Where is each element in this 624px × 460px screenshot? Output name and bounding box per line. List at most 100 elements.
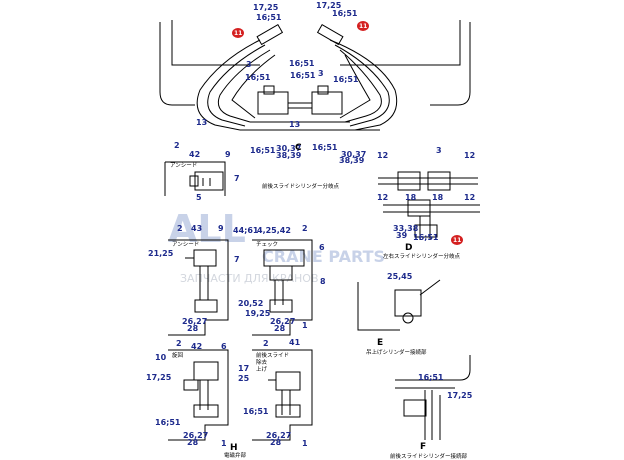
svg-text:26,27: 26,27 [266, 431, 291, 440]
svg-text:CRANE PARTS: CRANE PARTS [262, 247, 385, 266]
svg-text:ALL: ALL [168, 207, 246, 251]
svg-text:21,25: 21,25 [148, 249, 174, 258]
svg-text:16;51: 16;51 [333, 75, 359, 84]
svg-text:16;51: 16;51 [290, 71, 316, 80]
svg-text:43: 43 [191, 224, 202, 233]
svg-text:13: 13 [289, 120, 300, 129]
section-h: H 電磁弁部 [224, 443, 247, 459]
svg-text:11: 11 [359, 23, 367, 30]
svg-text:26,27: 26,27 [270, 317, 295, 326]
svg-text:12: 12 [464, 193, 475, 202]
detail-bottom-left [168, 349, 229, 441]
marker-bubble-11-right: 11 [357, 21, 369, 31]
svg-text:2: 2 [263, 339, 269, 348]
svg-text:28: 28 [187, 438, 199, 447]
svg-text:11: 11 [234, 30, 242, 37]
svg-text:吊上げシリンダー接続部: 吊上げシリンダー接続部 [366, 348, 427, 356]
svg-text:25: 25 [238, 374, 250, 383]
detail-left-c [164, 161, 226, 196]
svg-text:H: H [230, 443, 238, 453]
svg-text:16;51: 16;51 [413, 233, 439, 242]
detail-left-c-labels: 2 42 9 7 5 アンシード [170, 141, 240, 202]
svg-text:16;51: 16;51 [243, 407, 269, 416]
svg-text:28: 28 [187, 324, 199, 333]
svg-text:7: 7 [234, 174, 240, 183]
svg-text:上げ: 上げ [256, 365, 268, 373]
svg-text:28: 28 [270, 438, 282, 447]
svg-text:12: 12 [377, 193, 388, 202]
detail-bottom-left-labels: 2 42 6 10 17,25 16;51 26,27 28 1 旋回 [146, 339, 227, 448]
svg-text:5: 5 [196, 193, 202, 202]
svg-text:12: 12 [377, 151, 388, 160]
svg-text:除去: 除去 [256, 358, 268, 366]
top-assembly [159, 20, 471, 131]
svg-text:16;51: 16;51 [250, 146, 276, 155]
svg-text:ЗАПЧАСТИ ДЛЯ КРАНОВ: ЗАПЧАСТИ ДЛЯ КРАНОВ [180, 272, 319, 285]
svg-text:18: 18 [405, 193, 417, 202]
svg-text:28: 28 [274, 324, 286, 333]
svg-text:20,52: 20,52 [238, 299, 263, 308]
svg-text:12: 12 [464, 151, 475, 160]
svg-text:42: 42 [189, 150, 200, 159]
svg-text:44;61: 44;61 [233, 226, 259, 235]
detail-right-f-labels: 16;51 17,25 F 前後スライドシリンダー接続部 [390, 373, 473, 460]
svg-text:F: F [420, 442, 426, 452]
svg-text:2: 2 [174, 141, 180, 150]
svg-text:16;51: 16;51 [312, 143, 338, 152]
svg-text:38,39: 38,39 [339, 156, 365, 165]
detail-bottom-mid-labels: 2 41 17 25 16;51 26,27 28 1 前後スライド 除去 上げ [238, 338, 308, 448]
svg-text:16;51: 16;51 [418, 373, 444, 382]
svg-text:17,25: 17,25 [447, 391, 473, 400]
svg-text:7: 7 [234, 255, 240, 264]
svg-text:2: 2 [176, 339, 182, 348]
detail-right-e-labels: 25,45 E 吊上げシリンダー接続部 [366, 272, 427, 356]
svg-text:39: 39 [396, 231, 408, 240]
svg-text:旋回: 旋回 [172, 351, 184, 359]
svg-text:10: 10 [155, 353, 167, 362]
svg-text:3: 3 [318, 69, 324, 78]
svg-text:4,25,42: 4,25,42 [257, 226, 291, 235]
svg-text:33,38: 33,38 [393, 224, 419, 233]
svg-text:チェック: チェック [256, 241, 278, 248]
svg-text:C: C [295, 143, 302, 153]
svg-text:6: 6 [319, 243, 325, 252]
svg-text:25,45: 25,45 [387, 272, 413, 281]
detail-mid [252, 239, 313, 336]
detail-mid-labels: 4,25,42 2 6 8 20,52 19,25 26,27 28 1 チェッ… [238, 224, 326, 333]
marker-bubble-11-left: 11 [232, 28, 244, 38]
svg-text:アンシード: アンシード [170, 162, 197, 169]
svg-text:6: 6 [221, 342, 227, 351]
svg-text:2: 2 [177, 224, 183, 233]
svg-text:19,25: 19,25 [245, 309, 271, 318]
svg-text:1: 1 [221, 439, 227, 448]
svg-text:電磁弁部: 電磁弁部 [224, 451, 247, 459]
watermark: ALL CRANE PARTS ЗАПЧАСТИ ДЛЯ КРАНОВ [168, 207, 385, 285]
detail-left-mid [168, 239, 229, 336]
svg-text:16;51: 16;51 [256, 13, 282, 22]
svg-text:9: 9 [225, 150, 231, 159]
svg-text:30,37: 30,37 [276, 144, 301, 153]
svg-text:前後スライド: 前後スライド [256, 351, 289, 359]
svg-text:17,25: 17,25 [316, 1, 342, 10]
svg-text:アンシード: アンシード [172, 241, 199, 248]
svg-text:11: 11 [453, 237, 461, 244]
svg-text:D: D [405, 243, 412, 253]
svg-text:17: 17 [238, 364, 249, 373]
svg-text:16;51: 16;51 [155, 418, 181, 427]
svg-text:3: 3 [436, 146, 442, 155]
top-callouts: 17,25 16;51 17,25 16;51 3 16;51 16;51 3 … [196, 1, 366, 190]
svg-text:1: 1 [302, 439, 308, 448]
svg-text:2: 2 [302, 224, 308, 233]
svg-text:18: 18 [432, 193, 444, 202]
svg-text:3: 3 [246, 60, 252, 69]
svg-text:42: 42 [191, 342, 202, 351]
svg-text:26,27: 26,27 [183, 431, 208, 440]
detail-left-mid-labels: 2 43 9 44;61 21,25 7 26,27 28 アンシード [148, 224, 259, 333]
svg-text:9: 9 [218, 224, 224, 233]
svg-text:前後スライドシリンダー分岐点: 前後スライドシリンダー分岐点 [262, 182, 340, 190]
svg-text:E: E [377, 338, 383, 348]
svg-text:16;51: 16;51 [245, 73, 271, 82]
svg-text:17,25: 17,25 [146, 373, 172, 382]
svg-text:26,27: 26,27 [182, 317, 207, 326]
detail-right-d [378, 171, 480, 240]
